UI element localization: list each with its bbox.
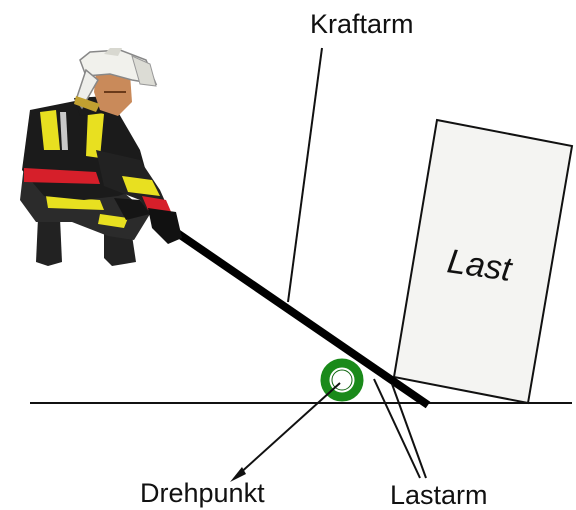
lastarm-line-1 xyxy=(373,378,421,479)
lastarm-line-2 xyxy=(391,383,427,479)
drehpunkt-arrow xyxy=(230,382,341,482)
lever-bar xyxy=(167,224,431,409)
drehpunkt-label: Drehpunkt xyxy=(140,478,265,508)
kraftarm-line xyxy=(287,47,323,303)
load-label: Last xyxy=(445,242,515,289)
load-box: Last xyxy=(392,118,574,405)
kraftarm-label: Kraftarm xyxy=(310,9,414,39)
firefighter-icon xyxy=(20,48,182,266)
pivot-ring-icon xyxy=(320,358,364,402)
lastarm-label: Lastarm xyxy=(390,480,488,510)
